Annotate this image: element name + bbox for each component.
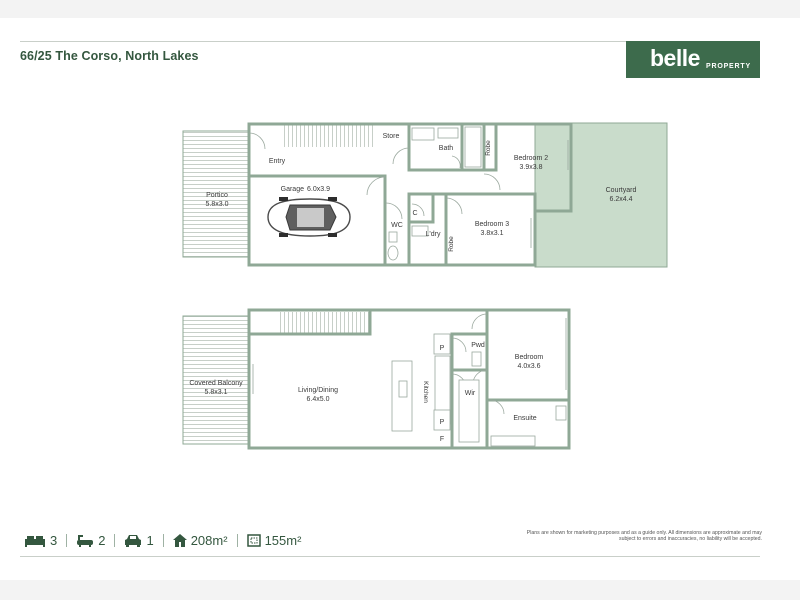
- beds-stat: 3: [24, 533, 57, 548]
- floor-area-stat: 155m²: [246, 532, 302, 548]
- bedroom3-dims: 3.8x3.1: [481, 230, 504, 237]
- store-label: Store: [383, 133, 400, 140]
- cars-count: 1: [146, 532, 154, 548]
- wc-cistern: [388, 231, 398, 243]
- pantry-1-label: P: [440, 345, 445, 352]
- car-icon: [267, 197, 351, 237]
- belle-property-logo: belle PROPERTY: [626, 41, 760, 78]
- stat-separator: [114, 533, 116, 547]
- courtyard-dims: 6.2x4.4: [610, 196, 633, 203]
- robe-2-label: Robe: [448, 236, 455, 252]
- island-sink: [398, 380, 408, 398]
- property-stats: 3 2 1 208m² 155m²: [24, 530, 301, 550]
- stat-separator: [66, 533, 68, 547]
- bath-icon: [77, 534, 94, 547]
- garage-name: Garage: [281, 186, 304, 193]
- stat-separator: [162, 533, 164, 547]
- bedroom2-name: Bedroom 2: [514, 155, 548, 162]
- robe-1-label: Robe: [485, 140, 492, 156]
- pantry-2-label: P: [440, 419, 445, 426]
- property-address: 66/25 The Corso, North Lakes: [20, 49, 199, 63]
- laundry-tub: [411, 225, 429, 237]
- beds-count: 3: [50, 532, 58, 548]
- courtyard-area: [534, 122, 668, 268]
- upper-walls: [247, 308, 571, 450]
- bath-vanity: [411, 127, 435, 141]
- wir-label: Wir: [465, 390, 476, 397]
- pantry-1: [433, 333, 451, 355]
- car-stat-icon: [125, 534, 142, 547]
- baths-stat: 2: [76, 533, 105, 548]
- ground-doors: [248, 132, 569, 248]
- bath-label: Bath: [439, 145, 454, 152]
- kitchen-label: Kitchen: [422, 381, 429, 403]
- portico-deck: [182, 130, 250, 258]
- bedroom-name: Bedroom: [515, 354, 544, 361]
- logo-brand: belle: [650, 45, 700, 71]
- logo-subtitle: PROPERTY: [706, 63, 751, 70]
- living-name: Living/Dining: [298, 387, 338, 394]
- footer-divider: [20, 556, 760, 557]
- bedroom-dims: 4.0x3.6: [518, 363, 541, 370]
- land-area-stat: 208m²: [172, 532, 228, 548]
- floor-area-icon: [246, 533, 261, 547]
- baths-count: 2: [98, 532, 106, 548]
- bath-sink: [437, 127, 459, 139]
- fridge-label: F: [440, 436, 444, 443]
- stat-separator: [236, 533, 238, 547]
- pwd-label: Pwd: [471, 342, 485, 349]
- pwd-toilet: [471, 351, 482, 367]
- upper-fixtures: [391, 333, 567, 447]
- cars-stat: 1: [124, 532, 154, 548]
- ensuite-toilet: [555, 405, 567, 421]
- ground-fixtures: [387, 126, 482, 261]
- ensuite-vanity: [490, 435, 536, 447]
- page-sheet: [0, 18, 800, 580]
- entry-label: Entry: [269, 158, 286, 165]
- laundry-label: L'dry: [426, 231, 441, 238]
- living-dims: 6.4x5.0: [307, 396, 330, 403]
- bed-icon: [25, 535, 45, 547]
- ground-floor: Portico 5.8x3.0 Store Entry Bath Robe Be…: [182, 122, 668, 268]
- header-divider: [20, 41, 760, 42]
- wir-shelving: [458, 379, 480, 443]
- shower-tray: [464, 126, 482, 168]
- ground-walls: [247, 122, 573, 267]
- ensuite-label: Ensuite: [513, 415, 536, 422]
- wc-toilet: [387, 245, 399, 261]
- pantry-2: [433, 409, 451, 431]
- upper-floor: Covered Balcony 5.8x3.1 Living/Dining 6.…: [182, 308, 571, 450]
- portico-dims: 5.8x3.0: [206, 201, 229, 208]
- land-area-value: 208m²: [190, 532, 228, 548]
- balcony-dims: 5.8x3.1: [205, 389, 228, 396]
- balcony-name: Covered Balcony: [189, 380, 243, 387]
- upper-stairs: [278, 312, 370, 334]
- bedroom3-name: Bedroom 3: [475, 221, 509, 228]
- cupboard-label: C: [412, 210, 417, 217]
- floor-area-value: 155m²: [264, 532, 302, 548]
- ground-stairs: [284, 125, 376, 147]
- bedroom2-dims: 3.9x3.8: [520, 164, 543, 171]
- disclaimer-text: Plans are shown for marketing purposes a…: [526, 530, 762, 543]
- balcony-deck: [182, 315, 250, 445]
- house-icon: [172, 533, 187, 547]
- wc-label: WC: [391, 222, 403, 229]
- portico-name: Portico: [206, 192, 228, 199]
- garage-dims: 6.0x3.9: [307, 186, 330, 193]
- courtyard-name: Courtyard: [606, 187, 637, 194]
